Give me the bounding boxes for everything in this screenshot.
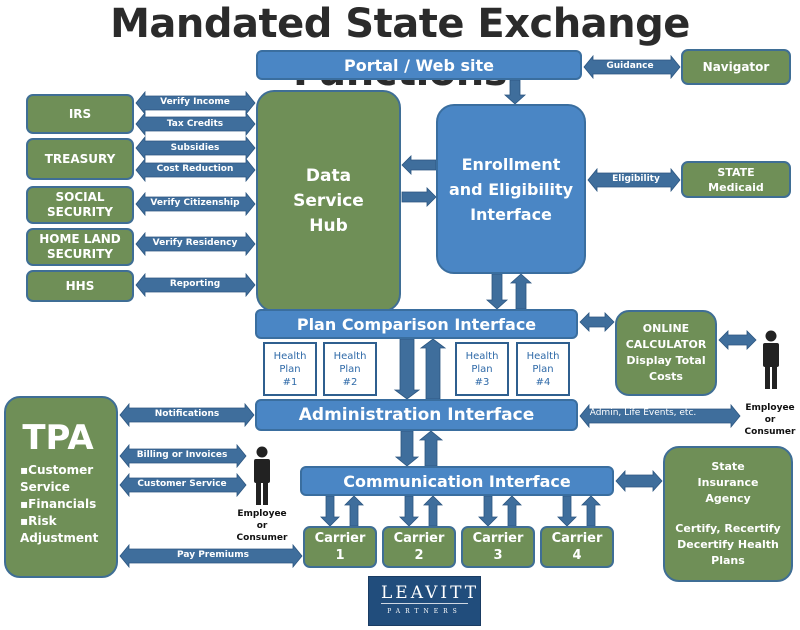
communication-interface: Communication Interface (300, 466, 614, 496)
arrow-guidance (583, 54, 681, 80)
arrow-admin-to-plan (419, 338, 447, 400)
carrier-2: Carrier 2 (382, 526, 456, 568)
arrow-verify-income (135, 90, 256, 116)
arrow-enrollment-to-plan (485, 273, 509, 310)
arrow-carrier-to-comm-3 (502, 495, 522, 527)
arrow-verify-citizenship (135, 191, 256, 217)
arrow-carrier-to-comm-4 (581, 495, 601, 527)
online-calculator-box: ONLINE CALCULATOR Display Total Costs (615, 310, 717, 396)
arrow-admin-life-events (579, 403, 741, 429)
health-plan-3: Health Plan #3 (455, 342, 509, 396)
arrow-comm-to-carrier-1 (320, 495, 340, 527)
arrow-label-verify-income: Verify Income (160, 97, 230, 107)
arrow-plan-calculator (579, 312, 615, 332)
arrow-subsidies (135, 135, 256, 161)
agency-social-security: SOCIAL SECURITY (26, 186, 134, 224)
arrow-eligibility (587, 167, 681, 193)
arrow-calculator-person (718, 330, 757, 350)
logo-sub: PARTNERS (387, 608, 462, 615)
arrow-label-reporting: Reporting (169, 279, 221, 289)
arrow-comm-to-admin (418, 430, 444, 467)
arrow-cost-reduction (135, 157, 256, 183)
plan-comparison-interface: Plan Comparison Interface (255, 309, 578, 339)
arrow-comm-to-carrier-2 (399, 495, 419, 527)
arrow-label-verify-citizenship: Verify Citizenship (150, 198, 240, 208)
agency-treasury: TREASURY (26, 138, 134, 180)
arrow-comm-to-carrier-3 (478, 495, 498, 527)
state-medicaid-box: STATE Medicaid (681, 161, 791, 198)
administration-interface: Administration Interface (255, 399, 578, 431)
arrow-verify-residency (135, 231, 256, 257)
logo-name: LEAVITT (381, 583, 480, 604)
enrollment-eligibility-interface: Enrollment and Eligibility Interface (436, 104, 586, 274)
health-plan-2: Health Plan #2 (323, 342, 377, 396)
arrow-label-verify-residency: Verify Residency (152, 238, 238, 248)
tpa-box: TPA ▪Customer Service ▪Financials ▪Risk … (4, 396, 118, 578)
arrow-label-admin-life-events: Admin, Life Events, etc. (589, 408, 697, 418)
health-plan-4: Health Plan #4 (516, 342, 570, 396)
arrow-enrollment-to-hub (401, 155, 437, 175)
arrow-carrier-to-comm-1 (344, 495, 364, 527)
tpa-bullet: ▪Financials (20, 497, 97, 511)
arrow-label-cost-reduction: Cost Reduction (156, 164, 234, 174)
arrow-comm-state-insurance (615, 469, 663, 493)
tpa-bullets: ▪Customer Service ▪Financials ▪Risk Adju… (20, 462, 108, 547)
carrier-3: Carrier 3 (461, 526, 535, 568)
person-label-left: Employee or Consumer (236, 509, 288, 543)
arrow-label-eligibility: Eligibility (612, 174, 660, 184)
state-insurance-title: State Insurance Agency (697, 460, 759, 505)
state-insurance-desc: Certify, Recertify Decertify Health Plan… (675, 522, 781, 567)
arrow-label-billing: Billing or Invoices (136, 450, 228, 460)
arrow-label-customer-service: Customer Service (137, 479, 227, 489)
arrow-label-pay-premiums: Pay Premiums (177, 550, 249, 560)
arrow-plan-to-admin (393, 338, 421, 400)
arrow-hub-to-enrollment (401, 187, 437, 207)
arrow-plan-to-enrollment (509, 273, 533, 310)
person-label-right: Employee or Consumer (744, 403, 796, 437)
tpa-title: TPA (22, 418, 94, 458)
agency-homeland-security: HOME LAND SECURITY (26, 228, 134, 266)
arrow-portal-to-enrollment (503, 79, 527, 105)
agency-irs: IRS (26, 94, 134, 134)
carrier-1: Carrier 1 (303, 526, 377, 568)
state-insurance-agency-box: State Insurance Agency Certify, Recertif… (663, 446, 793, 582)
agency-hhs: HHS (26, 270, 134, 302)
arrow-carrier-to-comm-2 (423, 495, 443, 527)
arrow-reporting (135, 272, 256, 298)
person-icon-left (254, 446, 270, 505)
health-plan-1: Health Plan #1 (263, 342, 317, 396)
arrow-admin-to-comm (394, 430, 420, 467)
arrow-label-guidance: Guidance (606, 61, 654, 71)
arrow-pay-premiums (119, 543, 303, 569)
data-service-hub: Data Service Hub (256, 90, 401, 312)
person-icon-right (763, 330, 779, 389)
arrow-notifications (119, 402, 255, 428)
carrier-4: Carrier 4 (540, 526, 614, 568)
tpa-bullet: ▪Risk Adjustment (20, 514, 99, 545)
tpa-bullet: ▪Customer Service (20, 463, 94, 494)
arrow-comm-to-carrier-4 (557, 495, 577, 527)
arrow-customer-service (119, 472, 247, 498)
arrow-billing (119, 443, 247, 469)
arrow-label-notifications: Notifications (154, 409, 220, 419)
leavitt-partners-logo: LEAVITT PARTNERS (368, 576, 481, 626)
portal-web-site: Portal / Web site (256, 50, 582, 80)
arrow-label-tax-credits: Tax Credits (166, 119, 224, 129)
arrow-tax-credits (135, 111, 256, 137)
arrow-label-subsidies: Subsidies (170, 143, 220, 153)
navigator-box: Navigator (681, 49, 791, 85)
